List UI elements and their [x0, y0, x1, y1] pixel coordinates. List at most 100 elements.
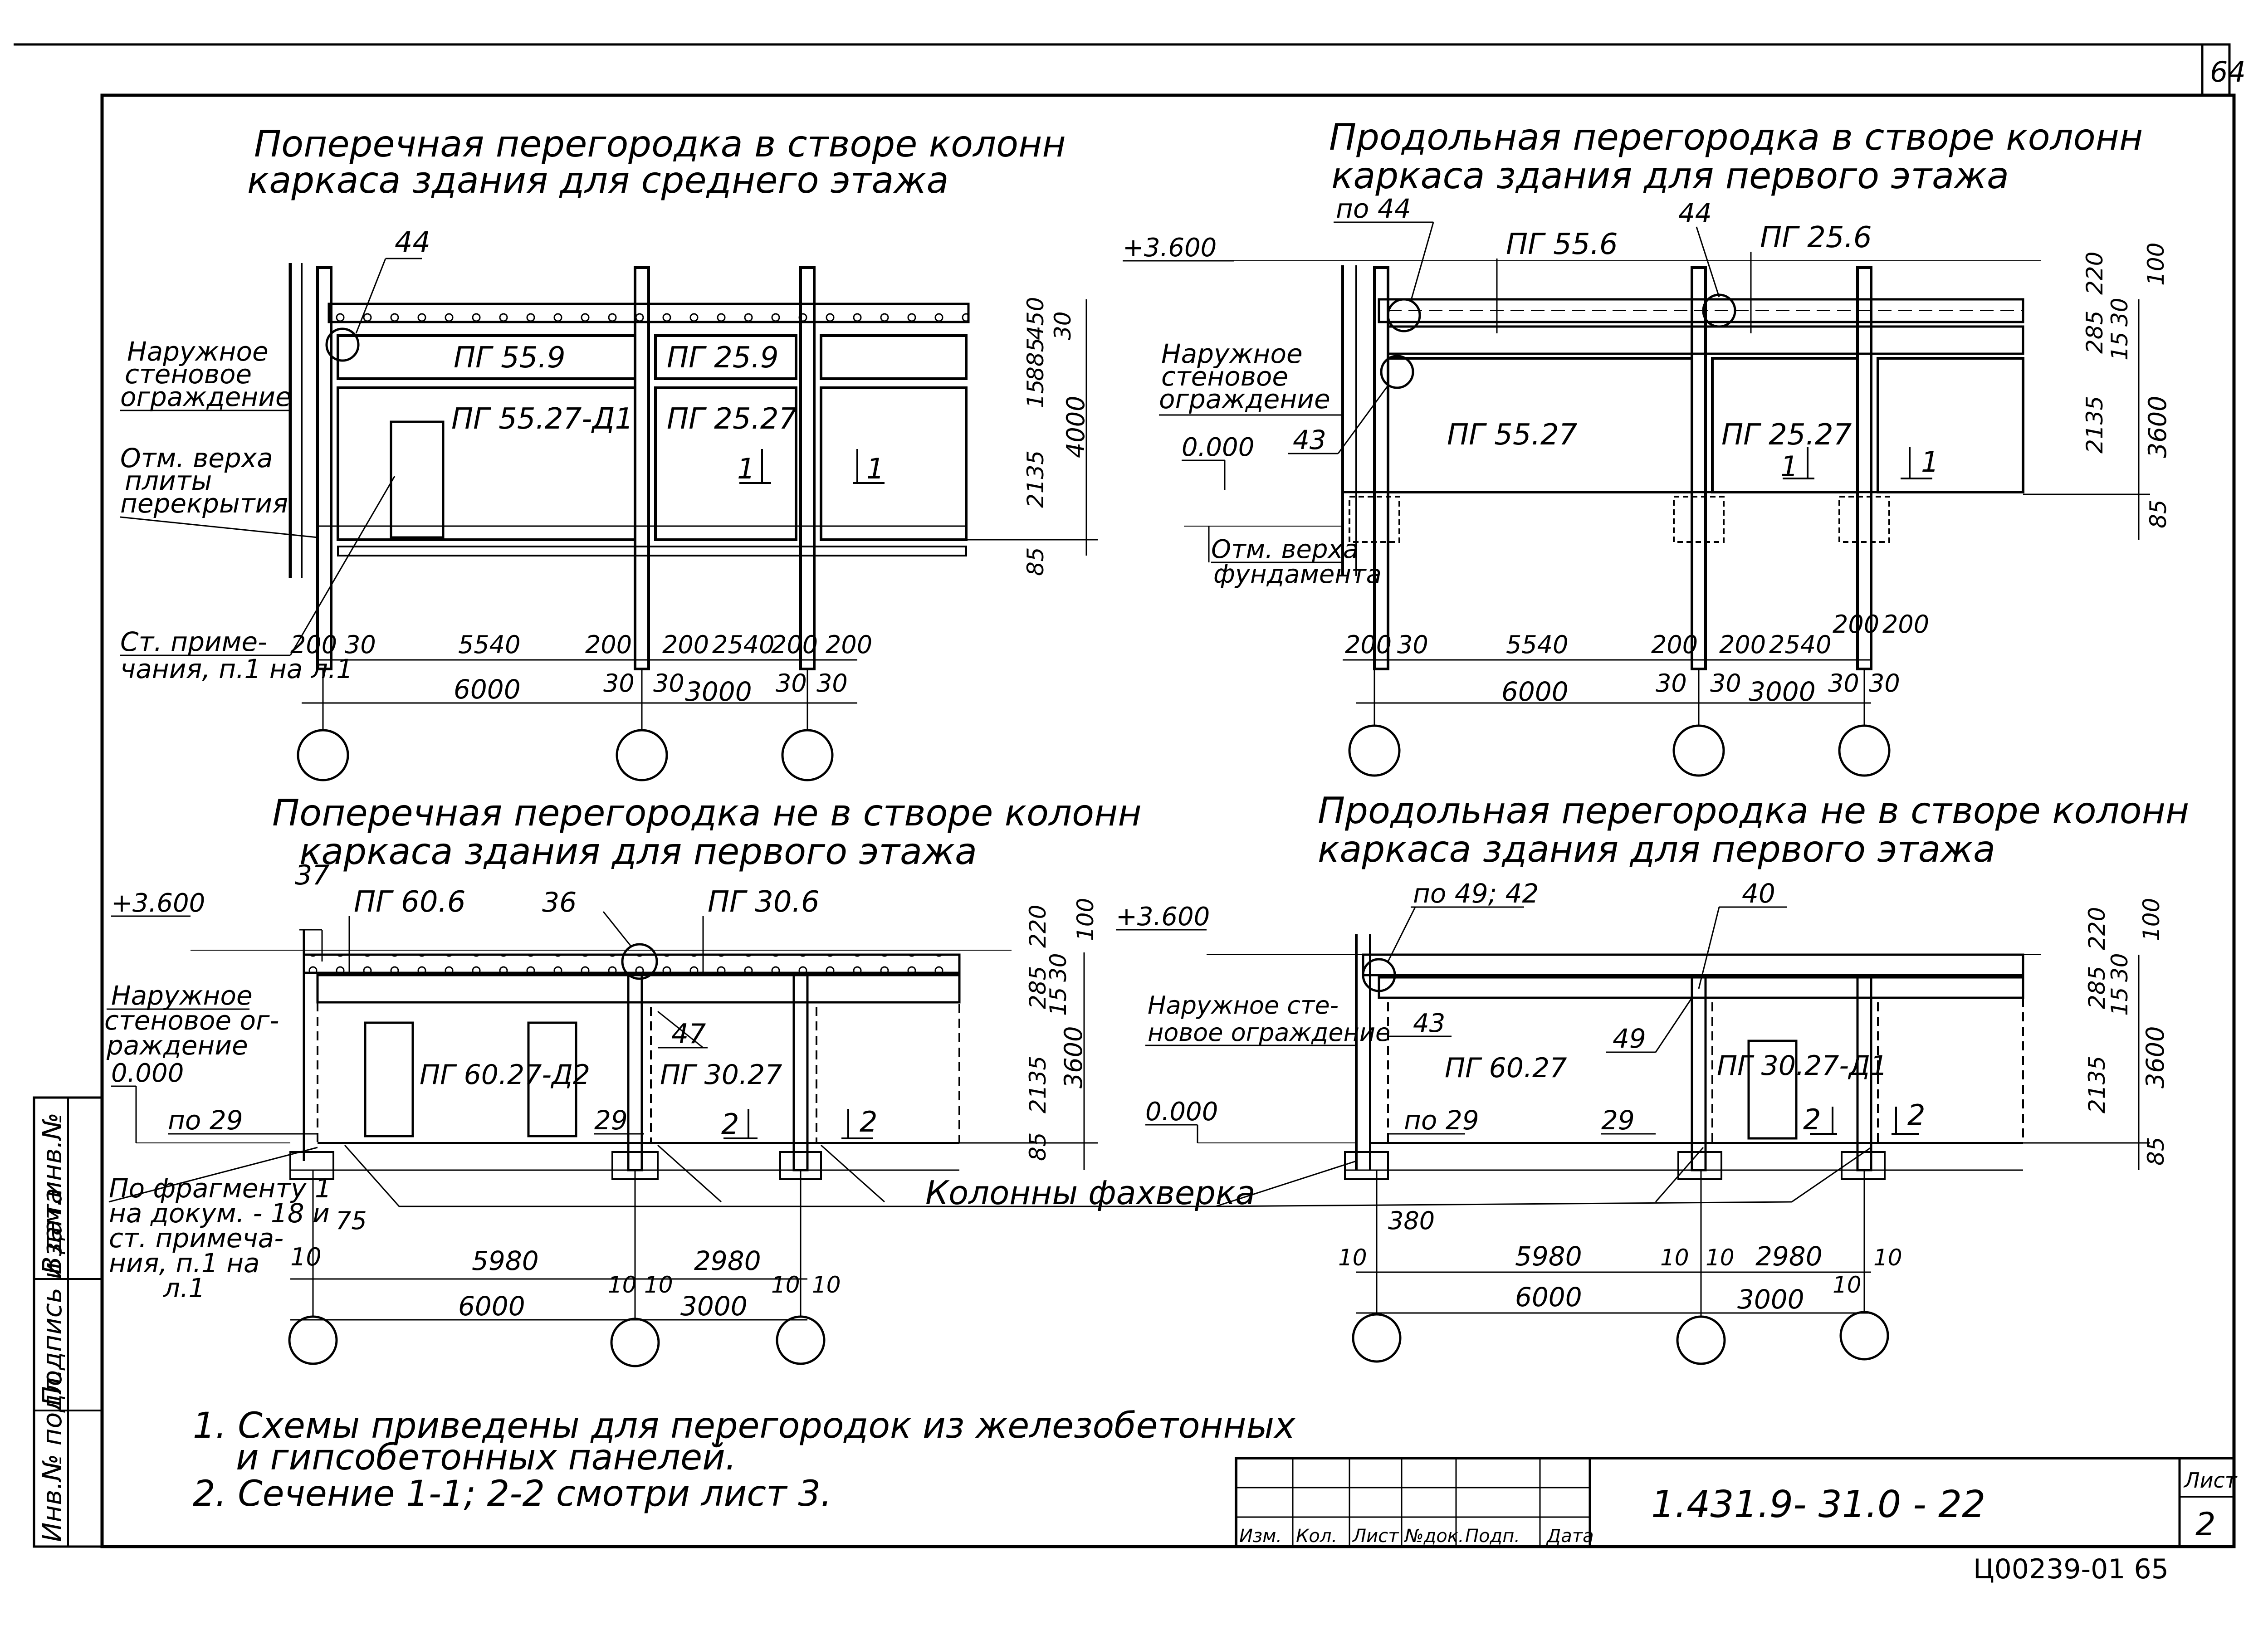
view-1-dim-6000: 6000	[454, 674, 521, 705]
stamp-header-date: Дата	[1546, 1526, 1594, 1547]
view-2-callout-po44: по 44	[1336, 193, 1411, 224]
view-4-dim-v-2135: 2135	[2084, 1056, 2110, 1113]
view-4-section-2-left: 2	[1803, 1103, 1821, 1136]
view-2-note-wall-1: Наружное	[1161, 338, 1303, 369]
view-3-dim-v-3600: 3600	[1059, 1026, 1088, 1088]
view-4-callout-po49-42: по 49; 42	[1413, 878, 1539, 909]
view-2-longitudinal-first-floor: Продольная перегородка в створе колонн к…	[1123, 116, 2172, 777]
view-2-dim-bot-30b: 30	[1710, 669, 1741, 698]
sheet-frame: 64 Инв.№ подл. Подпись и дата Взам.инв.№	[14, 43, 2246, 1548]
view-3-note-wall-2: стеновое ог-	[104, 1005, 279, 1036]
note-2: 2. Сечение 1-1; 2-2 смотри лист 3.	[193, 1474, 832, 1514]
view-4-dim-v-285: 285	[2084, 966, 2110, 1009]
view-1-dim-top-200e: 200	[826, 630, 872, 659]
view-3-panel-pg60-27-d2: ПГ 60.27-Д2	[420, 1059, 590, 1091]
view-4-dim-top-10c: 10	[1706, 1245, 1735, 1271]
view-1-title-line1: Поперечная перегородка в створе колонн	[254, 123, 1066, 165]
view-4-dim-380: 380	[1388, 1206, 1435, 1235]
view-4-dim-5980: 5980	[1515, 1241, 1582, 1272]
view-3-level-zero: 0.000	[111, 1059, 184, 1088]
view-2-panel-pg55-6: ПГ 55.6	[1506, 228, 1618, 261]
view-4-callout-29: 29	[1601, 1105, 1635, 1136]
view-1-dim-top-5540: 5540	[458, 630, 520, 659]
view-4-section-2-right: 2	[1907, 1098, 1925, 1132]
view-1-title-line2: каркаса здания для среднего этажа	[247, 159, 948, 201]
columns-fachwerk-label: Колонны фахверка	[925, 1174, 1255, 1212]
view-4-level-top: +3.600	[1116, 902, 1210, 932]
view-2-note-found-1: Отм. верха	[1211, 535, 1359, 564]
view-3-section-2-right: 2	[860, 1105, 877, 1138]
view-3-callout-29: 29	[594, 1105, 628, 1136]
view-1-dim-top-30: 30	[345, 630, 376, 659]
title-block: Изм. Кол. Лист №док. Подп. Дата 1.431.9-…	[1235, 1457, 2238, 1585]
view-2-panel-pg25-27: ПГ 25.27	[1721, 418, 1852, 452]
view-2-dim-top-30: 30	[1397, 630, 1428, 659]
note-1: 1. Схемы приведены для перегородок из же…	[193, 1406, 1295, 1446]
view-4-callout-49: 49	[1613, 1023, 1646, 1054]
view-4-dim-v-85: 85	[2143, 1137, 2169, 1166]
view-3-note-frag-3: ст. примеча-	[109, 1223, 284, 1254]
view-1-dim-bot-30b: 30	[653, 669, 684, 698]
view-4-callout-40: 40	[1742, 878, 1775, 909]
view-4-callout-43: 43	[1413, 1009, 1445, 1038]
view-2-dim-top-200b: 200	[1651, 630, 1698, 659]
view-2-callout-44: 44	[1678, 198, 1712, 229]
general-notes: 1. Схемы приведены для перегородок из же…	[193, 1406, 1295, 1514]
view-3-callout-36: 36	[542, 887, 577, 918]
view-2-note-wall-3: ограждение	[1159, 384, 1330, 415]
view-3-panel-pg30-6: ПГ 30.6	[708, 885, 820, 919]
view-3-section-2-left: 2	[721, 1108, 739, 1141]
page-number: 64	[2210, 55, 2246, 88]
view-3-dim-6000: 6000	[458, 1291, 525, 1322]
view-1-dim-top-200c: 200	[662, 630, 709, 659]
view-1-dim-v-15: 15	[1022, 379, 1049, 408]
view-2-dim-bot-30c: 30	[1828, 669, 1859, 698]
view-3-note-wall-3: раждение	[106, 1030, 248, 1061]
stamp-header-list: Лист	[1352, 1526, 1399, 1547]
view-1-note-wall-1: Наружное	[127, 336, 269, 367]
view-2-note-wall-2: стеновое	[1161, 361, 1288, 392]
view-3-dim-top-10c: 10	[644, 1272, 673, 1298]
view-2-title-line1: Продольная перегородка в створе колонн	[1329, 116, 2143, 158]
view-2-dim-v-3600: 3600	[2143, 396, 2172, 458]
view-2-dim-top-200e: 200	[1882, 610, 1929, 639]
view-4-dim-2980: 2980	[1755, 1241, 1823, 1272]
view-1-note-slab-2: плиты	[125, 465, 212, 496]
view-1-note-wall-2: стеновое	[125, 359, 252, 390]
view-4-dim-v-15: 15	[2107, 987, 2133, 1016]
view-4-dim-v-30: 30	[2107, 953, 2133, 982]
stamp-replaced: Взам.инв.№	[37, 1113, 68, 1274]
view-1-dim-v-2135: 2135	[1022, 450, 1049, 508]
view-4-dim-v-220: 220	[2084, 907, 2110, 950]
view-1-note-wall-3: ограждение	[120, 381, 292, 412]
view-3-dim-v-15: 15	[1045, 987, 1071, 1016]
view-3-callout-po29: по 29	[168, 1105, 243, 1136]
view-3-dim-v-285: 285	[1025, 966, 1051, 1009]
view-4-longitudinal-not-in-line: Продольная перегородка не в створе колон…	[1116, 790, 2189, 1365]
view-4-dim-6000: 6000	[1515, 1282, 1582, 1313]
view-3-callout-47: 47	[671, 1018, 706, 1050]
view-3-dim-5980: 5980	[472, 1245, 539, 1276]
view-2-dim-v-30: 30	[2107, 298, 2133, 327]
note-1-cont: и гипсобетонных панелей.	[236, 1437, 737, 1478]
view-2-section-1-right: 1	[1921, 445, 1939, 478]
view-4-title-line1: Продольная перегородка не в створе колон…	[1318, 790, 2189, 832]
view-1-section-1-left: 1	[737, 452, 755, 485]
view-2-note-found-2: фундамента	[1213, 560, 1382, 589]
view-4-title-line2: каркаса здания для первого этажа	[1318, 828, 1995, 870]
view-4-dim-bot-10: 10	[1833, 1272, 1862, 1298]
view-3-note-frag-4: ния, п.1 на	[109, 1248, 260, 1279]
view-2-level-top: +3.600	[1123, 233, 1217, 263]
view-1-panel-pg25-9: ПГ 25.9	[667, 341, 779, 375]
stamp-header-izm: Изм.	[1239, 1526, 1282, 1547]
view-3-dim-v-100: 100	[1072, 898, 1099, 941]
view-2-dim-v-2135: 2135	[2082, 396, 2108, 454]
view-2-callout-43: 43	[1293, 425, 1326, 455]
view-2-dim-3000: 3000	[1749, 676, 1816, 707]
view-3-dim-v-220: 220	[1025, 905, 1051, 948]
stamp-header-kol: Кол.	[1296, 1526, 1337, 1547]
stamp-header-doc: №док.	[1404, 1526, 1464, 1547]
view-1-dim-bot-30a: 30	[603, 669, 635, 698]
view-1-note-remark-2: чания, п.1 на л.1	[120, 654, 353, 684]
archive-code: Ц00239-01 65	[1973, 1553, 2169, 1585]
